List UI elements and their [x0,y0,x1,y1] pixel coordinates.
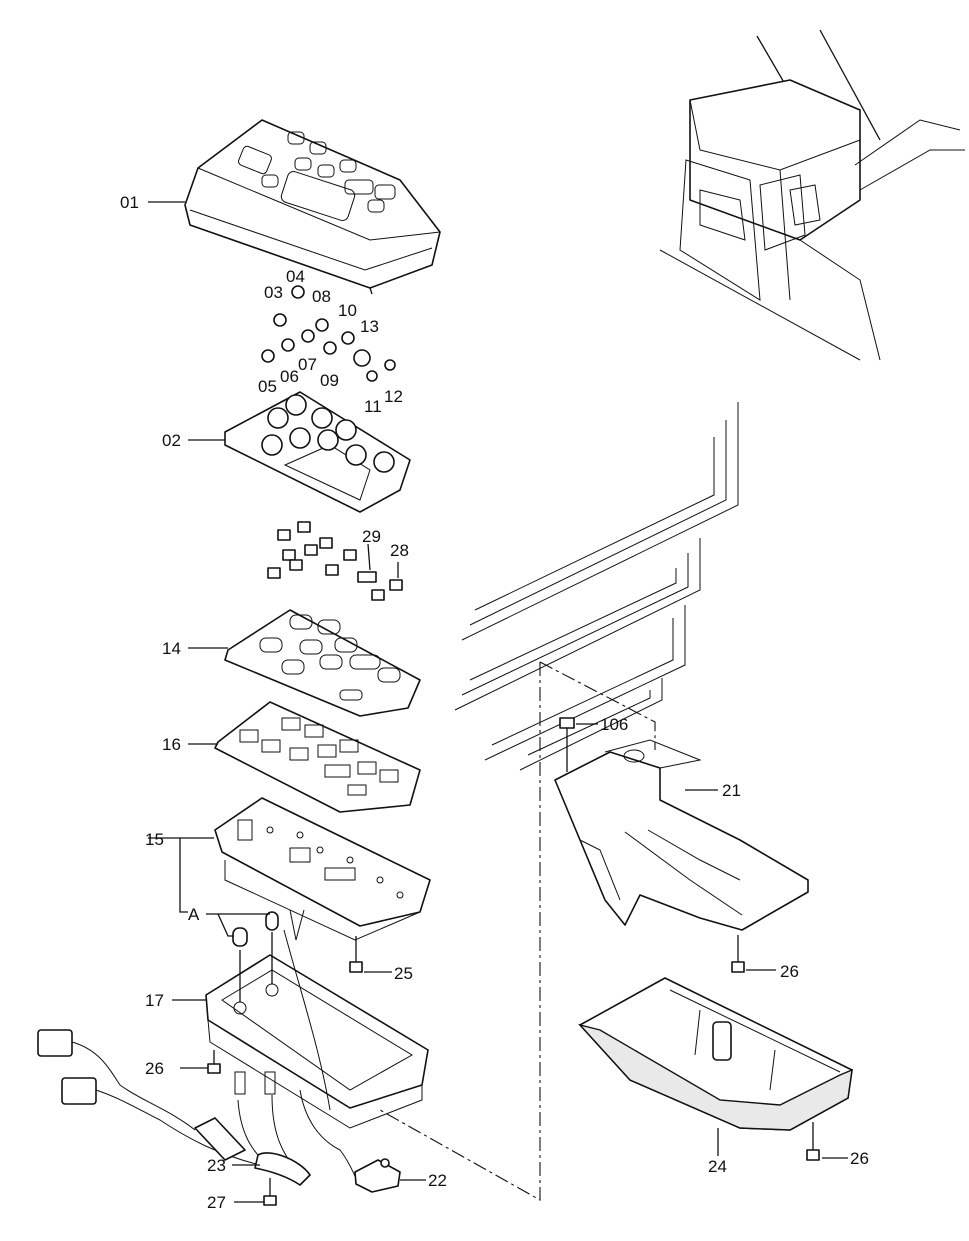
part-21-bracket [554,739,809,931]
leader-A-2 [217,913,234,937]
screw-26-left [207,1050,221,1074]
callout-13: 13 [360,317,379,336]
part-01-console-cover [184,119,441,295]
callout-10: 10 [338,301,357,320]
chain-line-1 [539,661,656,750]
callout-17: 15 [145,830,164,849]
callout-09: 09 [320,371,339,390]
callout-12: 12 [384,387,403,406]
callout-26b: 26 [780,962,799,981]
part-02-gasket [224,391,411,513]
keycaps-group [267,521,403,601]
callout-106: 106 [600,715,628,734]
callout-03: 03 [264,283,283,302]
callout-02: 02 [162,431,181,450]
callout-28: 28 [390,541,409,560]
callout-29: 29 [362,527,381,546]
screw-27 [263,1178,277,1206]
part-24-wire-harness [37,1029,356,1186]
leader-29 [367,543,371,571]
chain-line-2 [379,662,541,1201]
callout-26c: 26 [850,1149,869,1168]
screw-26-right-lower [806,1122,820,1161]
part-14-rubber-sheet [224,609,421,717]
callout-06: 06 [280,367,299,386]
callout-16: 16 [162,735,181,754]
chevron-guide-lines [454,402,739,771]
part-22-lower-cover [577,977,853,1131]
callout-24: 23 [207,1156,226,1175]
callout-07: 07 [298,355,317,374]
callout-04: 04 [286,267,305,286]
callout-25: 25 [394,964,413,983]
callout-08: 08 [312,287,331,306]
part-23-connector-cap [354,1158,401,1193]
screw-25 [349,936,363,973]
callout-11: 11 [364,397,382,416]
screw-26-right-upper [731,935,745,973]
callout-22: 24 [708,1157,727,1176]
callout-21: 21 [722,781,741,800]
callout-01: 01 [120,193,139,212]
cab-inset-drawing [659,29,965,361]
callout-26a: 26 [145,1059,164,1078]
bulbs-A [232,911,279,947]
part-16-switch-board [214,701,421,813]
callout-05: 05 [258,377,277,396]
bolt-106 [559,717,575,772]
callout-14: 14 [162,639,181,658]
part-15-lower-case [205,929,429,1129]
leader-17-bracket [148,837,188,913]
button-knobs-group [261,285,396,382]
part-17-circuit-board [214,797,431,941]
callout-15: 17 [145,991,164,1010]
callout-A: A [188,905,200,924]
callout-27: 27 [207,1193,226,1212]
callout-23: 22 [428,1171,447,1190]
